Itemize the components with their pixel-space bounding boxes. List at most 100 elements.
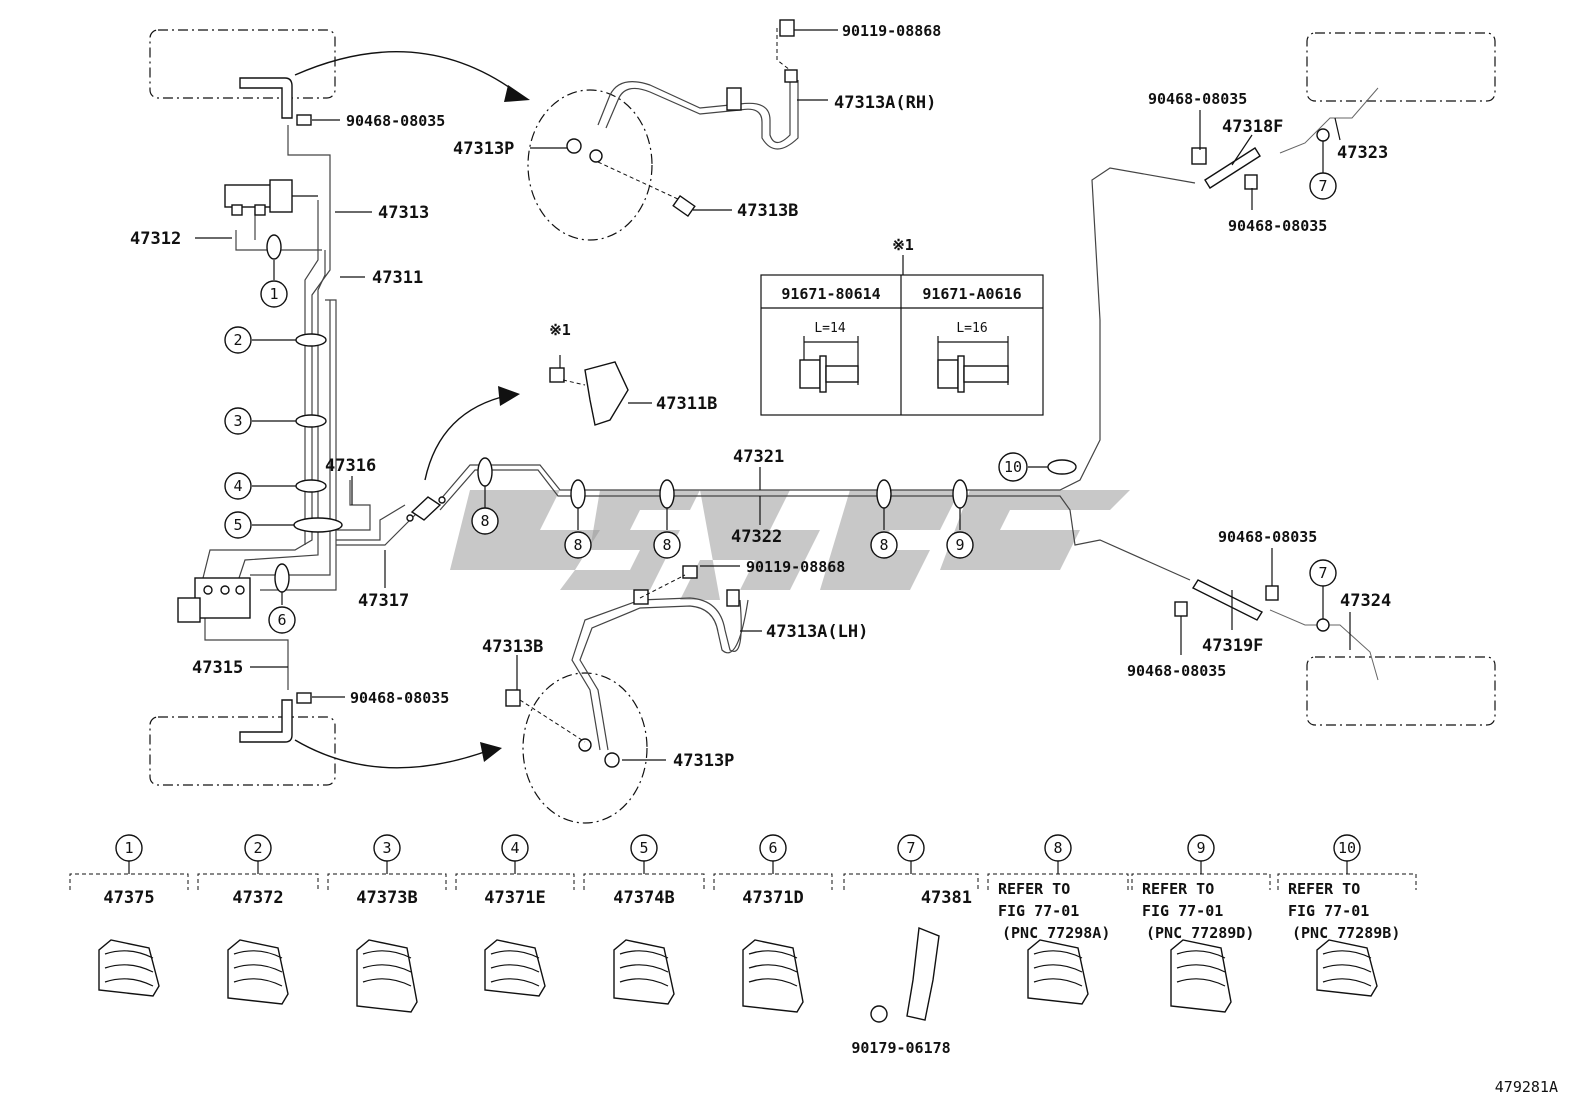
callout-9: 9	[955, 536, 964, 554]
label-47313B-top: 47313B	[737, 201, 798, 221]
legend-part-5: 47374B	[613, 888, 674, 908]
front-brake-detail-outline	[527, 89, 653, 241]
label-47319F: 47319F	[1202, 636, 1263, 656]
label-47313B-bottom: 47313B	[482, 637, 543, 657]
bolt-14-icon	[799, 336, 859, 393]
callout-10: 10	[1004, 458, 1022, 476]
legend-number-5: 5	[639, 839, 648, 857]
label-90119-08868-top: 90119-08868	[842, 22, 941, 40]
label-47322: 47322	[731, 527, 782, 547]
legend-item-5: 5 47374B	[583, 834, 705, 1005]
legend-number-10: 10	[1338, 839, 1356, 857]
lower-right-area-outline	[1306, 656, 1496, 726]
clip-illustration-4	[484, 939, 546, 997]
watermark-logo	[450, 490, 1130, 600]
callout-5: 5	[233, 516, 242, 534]
legend-note-8-0: REFER TO	[998, 880, 1070, 898]
legend-part-7: 47381	[921, 888, 972, 908]
clip-illustration-5	[613, 939, 675, 1005]
legend-number-9: 9	[1196, 839, 1205, 857]
legend-note-9-0: REFER TO	[1142, 880, 1214, 898]
label-90468-08035-bottom-left: 90468-08035	[350, 689, 449, 707]
bolt-length-2: L=16	[956, 321, 987, 336]
label-47313P-bottom: 47313P	[673, 751, 734, 771]
arrow-to-front-detail	[294, 51, 521, 96]
callout-3: 3	[233, 412, 242, 430]
legend-part-4: 47371E	[484, 888, 545, 908]
hose-47319F	[1191, 579, 1264, 621]
label-bracket-note: ※1	[549, 321, 571, 339]
diagram-id: 479281A	[1495, 1078, 1558, 1096]
clip-illustration-9	[1170, 939, 1232, 1013]
label-47311: 47311	[372, 268, 423, 288]
callouts: 1 2 3 4 5 6 7 7 8 8 8 8 9 10	[224, 172, 1337, 634]
brake-lines	[199, 87, 1379, 690]
clip-illustration-3	[356, 939, 418, 1013]
legend-item-4: 4 47371E	[455, 834, 575, 997]
legend-note-8-1: FIG 77-01	[998, 902, 1079, 920]
legend-note-10-1: FIG 77-01	[1288, 902, 1369, 920]
label-47321: 47321	[733, 447, 784, 467]
bolt-length-1: L=14	[814, 321, 845, 336]
front-pipe-end	[239, 77, 293, 119]
rear-pipe-end	[239, 699, 293, 743]
legend-number-4: 4	[510, 839, 519, 857]
pipe-union-47316	[406, 496, 446, 522]
legend-part-1: 47375	[103, 888, 154, 908]
hose-47313A-RH	[597, 80, 791, 144]
legend-item-1: 1 47375	[69, 834, 189, 997]
label-47318F: 47318F	[1222, 117, 1283, 137]
clip-illustration-8	[1027, 939, 1089, 1005]
label-47312: 47312	[130, 229, 181, 249]
legend-note-8-2: (PNC 77298A)	[1002, 924, 1110, 942]
label-47315: 47315	[192, 658, 243, 678]
legend-note-9-1: FIG 77-01	[1142, 902, 1223, 920]
clip-illustration-10	[1316, 939, 1378, 997]
label-47324: 47324	[1340, 591, 1391, 611]
callout-8-c: 8	[662, 536, 671, 554]
legend-part-6: 47371D	[742, 888, 803, 908]
part-labels: 90119-08868 47313A(RH) 90468-08035 47313…	[130, 22, 1391, 771]
label-90119-08868-mid: 90119-08868	[746, 558, 845, 576]
fittings	[296, 19, 1279, 768]
label-47323: 47323	[1337, 143, 1388, 163]
rear-right-area-outline	[1306, 32, 1496, 102]
legend-number-2: 2	[253, 839, 262, 857]
callout-8-d: 8	[879, 536, 888, 554]
callout-1: 1	[269, 285, 278, 303]
leader-lines	[195, 29, 1351, 761]
legend-number-8: 8	[1053, 839, 1062, 857]
pipe-clips	[266, 128, 1330, 632]
legend-extra-7: 90179-06178	[851, 1039, 950, 1057]
hose-47318F	[1204, 147, 1261, 189]
legend-note-9-2: (PNC 77289D)	[1146, 924, 1254, 942]
label-47317: 47317	[358, 591, 409, 611]
arrow-to-rear-detail	[294, 739, 491, 769]
label-90468-08035-top-left: 90468-08035	[346, 112, 445, 130]
clip-illustration-6	[742, 939, 804, 1013]
legend-number-1: 1	[124, 839, 133, 857]
clip-illustration-1	[98, 939, 160, 997]
bolt-selection-table: ※1 91671-80614 91671-A0616 L=14 L=16	[760, 236, 1044, 416]
bolt-table-note: ※1	[892, 236, 914, 254]
bolt-part-number-1: 91671-80614	[781, 285, 880, 303]
callout-7-top: 7	[1318, 177, 1327, 195]
clip-illustration-7	[870, 927, 940, 1023]
label-90468-08035-mid-right-1: 90468-08035	[1218, 528, 1317, 546]
legend-note-10-0: REFER TO	[1288, 880, 1360, 898]
callout-4: 4	[233, 477, 242, 495]
label-47311B: 47311B	[656, 394, 717, 414]
label-47313A-RH: 47313A(RH)	[834, 93, 936, 113]
proportioning-valve	[224, 179, 318, 216]
legend-note-10-2: (PNC 77289B)	[1292, 924, 1400, 942]
junction-block	[177, 577, 251, 623]
